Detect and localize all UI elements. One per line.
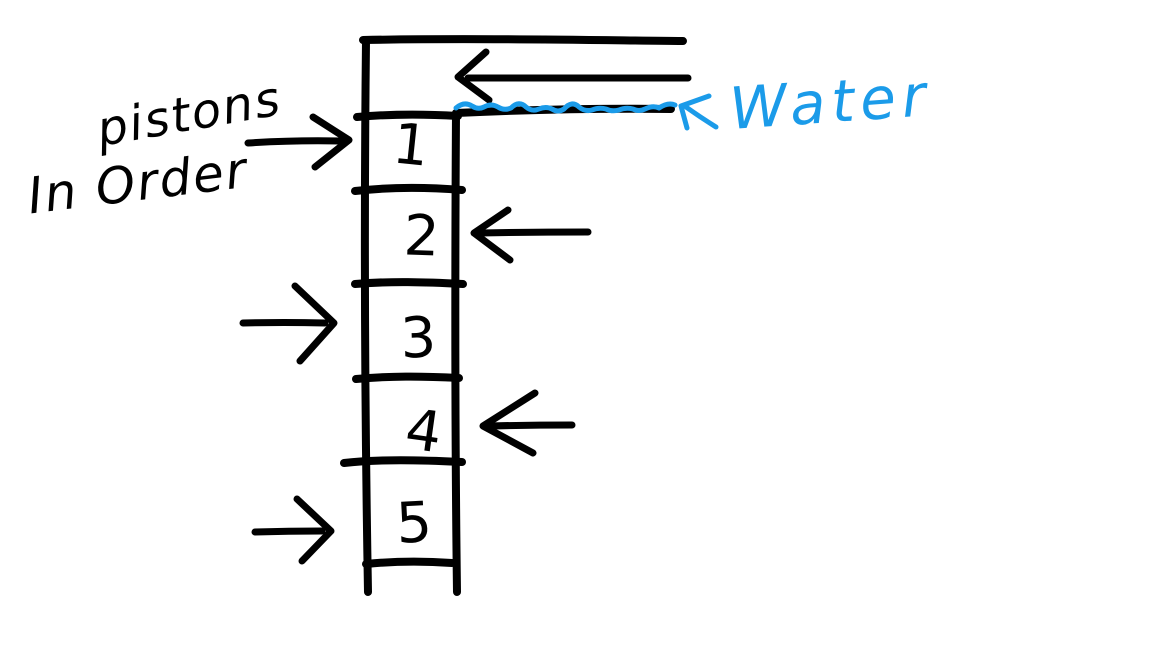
cell-divider (351, 278, 467, 288)
cell-1-label: 1 (390, 111, 432, 179)
cell-divider (362, 557, 456, 568)
cell-divider (352, 372, 463, 383)
annotation-arrows (239, 48, 692, 565)
column-left-wall (360, 37, 372, 596)
water-wave-line (453, 101, 678, 114)
arrow-left-to-cell-2-icon (470, 206, 592, 264)
channel-top-wall (359, 35, 687, 45)
cell-divider (340, 456, 466, 467)
cell-divider (353, 110, 462, 121)
cell-2-label: 2 (403, 203, 441, 269)
handwritten-labels: pistons In Order (25, 70, 286, 225)
cell-4-label: 4 (401, 397, 445, 466)
arrow-left-to-cell-4-icon (479, 389, 576, 457)
cell-divider (351, 183, 466, 195)
arrow-left-in-channel-icon (454, 48, 692, 104)
column-right-wall (451, 110, 461, 596)
cell-3-label: 3 (399, 305, 437, 371)
water-drawing (453, 93, 719, 131)
arrow-right-to-cell-3-icon (239, 282, 338, 365)
water-label: Water (727, 61, 933, 143)
piston-cell-numbers: 1 2 3 4 5 (390, 111, 446, 556)
piston-column-structure (340, 35, 687, 596)
arrow-up-left-to-water-icon (678, 93, 719, 131)
arrow-right-to-cell-5-icon (251, 495, 335, 565)
cell-5-label: 5 (395, 490, 434, 557)
arrow-right-to-cell-1-icon (244, 113, 353, 171)
pistons-label-line-2: In Order (25, 141, 253, 226)
